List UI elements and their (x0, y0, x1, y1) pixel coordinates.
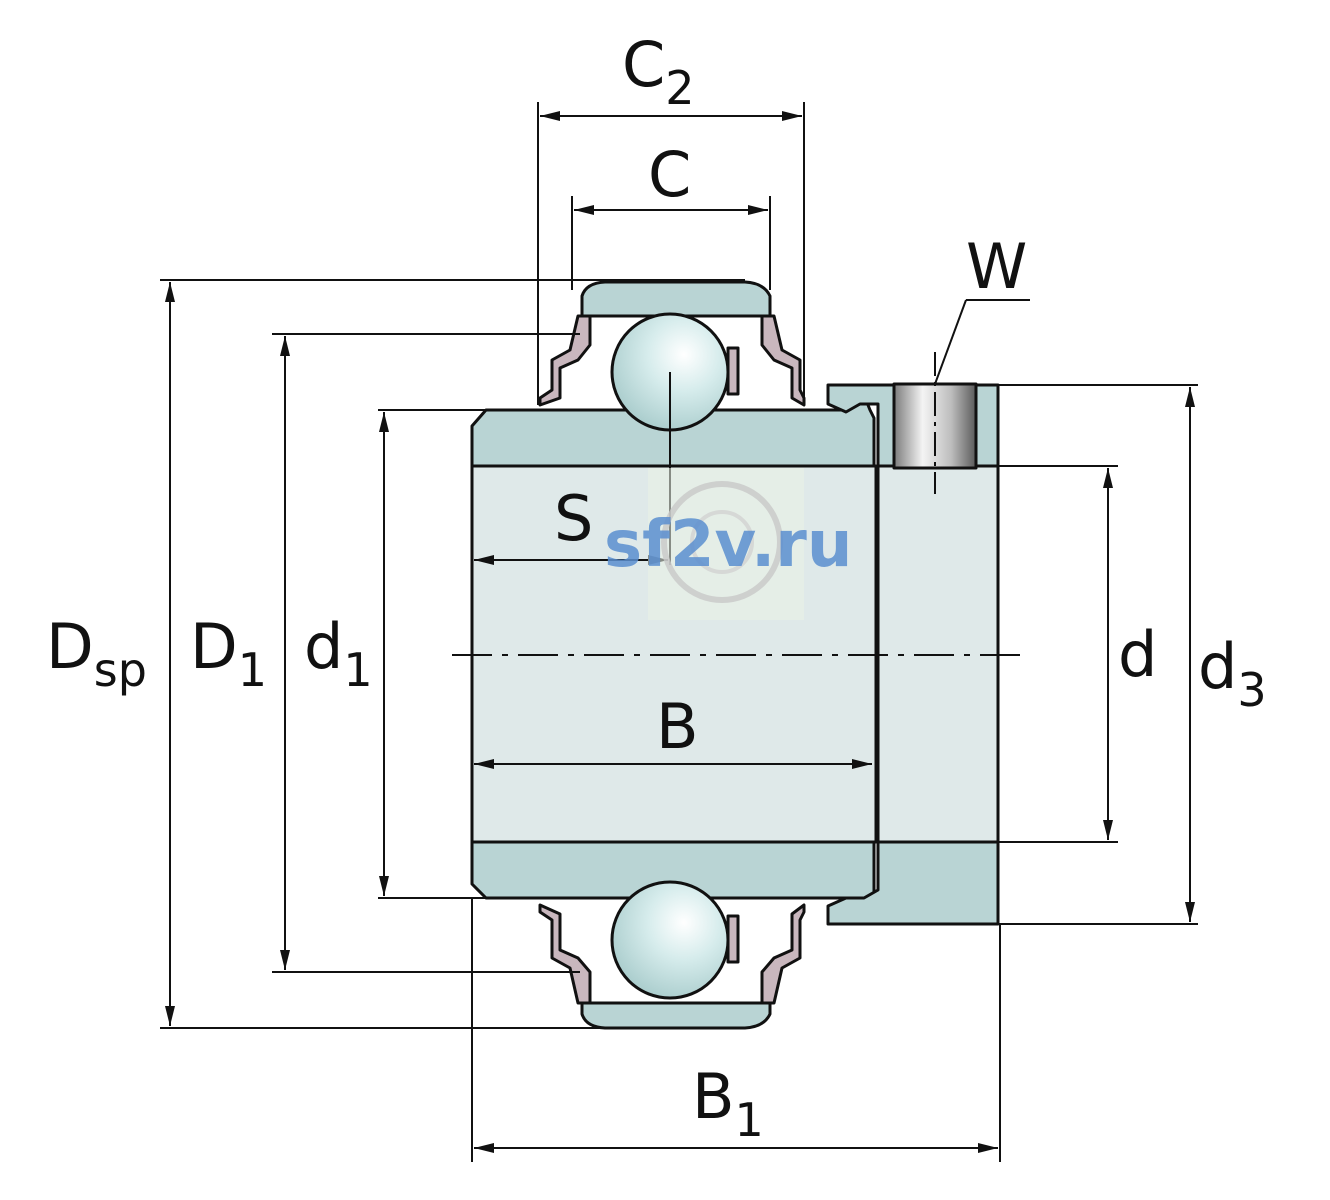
label-S: S (554, 482, 593, 555)
dimension-arrows (165, 111, 1195, 1153)
label-C2: C2 (622, 28, 695, 115)
watermark: sf2v.ru (604, 468, 852, 620)
cage-top (726, 346, 740, 396)
label-B1: B1 (692, 1060, 764, 1147)
seal-left-top (538, 314, 592, 407)
label-d: d (1118, 618, 1157, 691)
extension-lines (160, 102, 1198, 1162)
label-B: B (656, 690, 699, 763)
label-d3: d3 (1198, 630, 1267, 717)
seal-right-top (760, 314, 806, 407)
watermark-text: sf2v.ru (604, 508, 852, 582)
seal-left-bottom (538, 903, 592, 1005)
label-C: C (648, 138, 691, 211)
outer-ring-top (580, 280, 772, 318)
ball-bottom (610, 880, 730, 1000)
outer-ring-bottom (580, 1001, 772, 1030)
seal-right-bottom (760, 903, 806, 1005)
label-d1: d1 (304, 610, 373, 697)
label-W: W (966, 230, 1027, 303)
locking-collar-bottom (826, 840, 1000, 926)
cage-bottom (726, 914, 740, 964)
label-D1: D1 (190, 610, 267, 697)
label-Dsp: Dsp (46, 610, 147, 697)
